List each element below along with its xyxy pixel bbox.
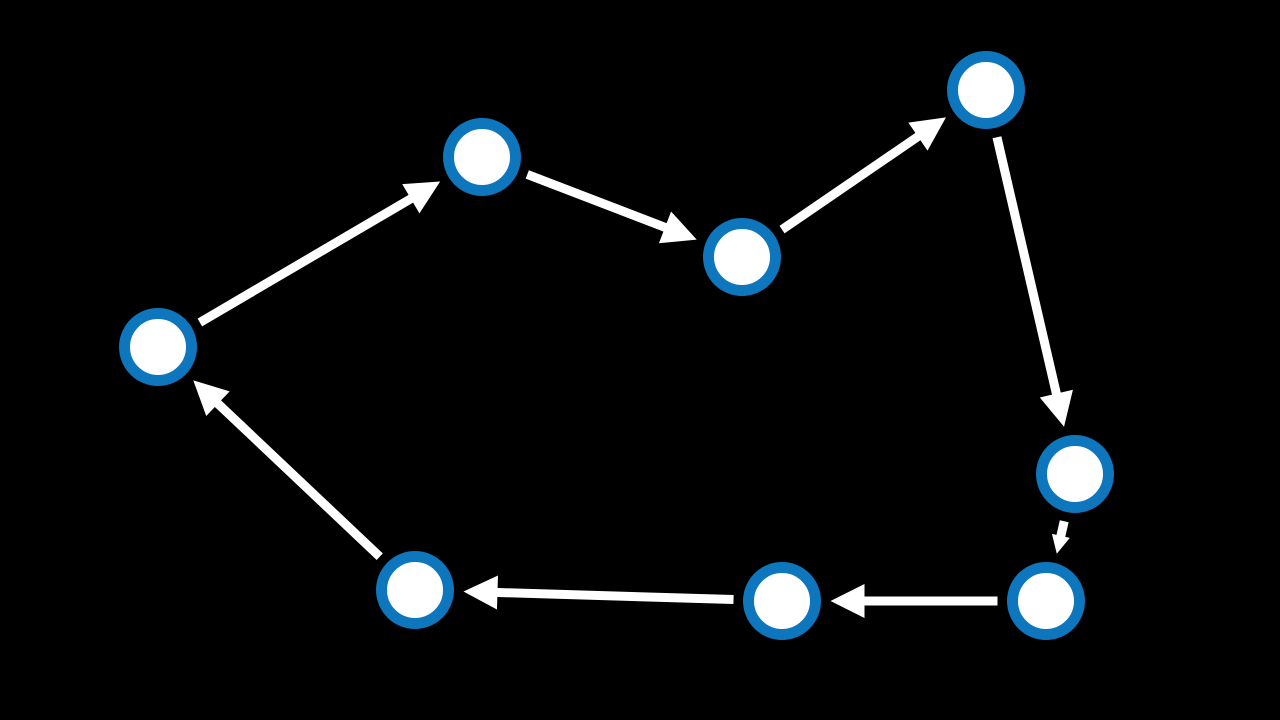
node-top-left[interactable] xyxy=(443,118,521,196)
node-bottom-left-circle-icon xyxy=(376,551,454,629)
node-top-center-circle-icon xyxy=(703,218,781,296)
edge-bottom-left-to-left-line xyxy=(213,399,383,560)
edges-layer xyxy=(193,117,1073,618)
edge-top-left-to-top-center-line xyxy=(525,170,669,233)
edge-bottom-center-to-bottom-left-arrowhead-icon xyxy=(463,575,498,610)
node-top-left-circle-icon xyxy=(443,118,521,196)
edge-top-center-to-top-right-arrowhead-icon xyxy=(908,117,946,151)
edge-bottom-center-to-bottom-left[interactable] xyxy=(463,575,734,610)
edge-top-left-to-top-center[interactable] xyxy=(525,170,697,244)
edge-top-right-to-right-middle-arrowhead-icon xyxy=(1039,389,1073,427)
edge-left-to-top-left-line xyxy=(197,193,415,327)
edge-top-right-to-right-middle[interactable] xyxy=(992,136,1073,427)
node-right-middle[interactable] xyxy=(1036,435,1114,513)
edge-bottom-right-to-bottom-center[interactable] xyxy=(830,584,998,618)
edge-left-to-top-left-arrowhead-icon xyxy=(402,181,441,214)
edge-bottom-center-to-bottom-left-line xyxy=(495,587,734,605)
node-top-center[interactable] xyxy=(703,218,781,296)
node-bottom-center[interactable] xyxy=(743,562,821,640)
node-bottom-left[interactable] xyxy=(376,551,454,629)
node-top-right[interactable] xyxy=(947,51,1025,129)
edge-top-center-to-top-right-line xyxy=(779,131,923,234)
edge-right-middle-to-bottom-right-line xyxy=(1056,520,1069,539)
node-bottom-right[interactable] xyxy=(1007,562,1085,640)
node-top-right-circle-icon xyxy=(947,51,1025,129)
node-left[interactable] xyxy=(119,308,197,386)
node-bottom-right-circle-icon xyxy=(1007,562,1085,640)
node-bottom-center-circle-icon xyxy=(743,562,821,640)
edge-bottom-left-to-left-arrowhead-icon xyxy=(193,380,230,417)
edge-right-middle-to-bottom-right-arrowhead-icon xyxy=(1051,533,1070,554)
node-left-circle-icon xyxy=(119,308,197,386)
edge-left-to-top-left[interactable] xyxy=(197,181,441,327)
nodes-layer xyxy=(119,51,1114,640)
node-right-middle-circle-icon xyxy=(1036,435,1114,513)
edge-top-left-to-top-center-arrowhead-icon xyxy=(658,211,697,244)
edge-top-right-to-right-middle-line xyxy=(992,136,1062,397)
edge-bottom-right-to-bottom-center-arrowhead-icon xyxy=(830,584,865,618)
edge-top-center-to-top-right[interactable] xyxy=(779,117,946,234)
edge-bottom-left-to-left[interactable] xyxy=(193,380,383,560)
edge-right-middle-to-bottom-right[interactable] xyxy=(1051,520,1070,554)
